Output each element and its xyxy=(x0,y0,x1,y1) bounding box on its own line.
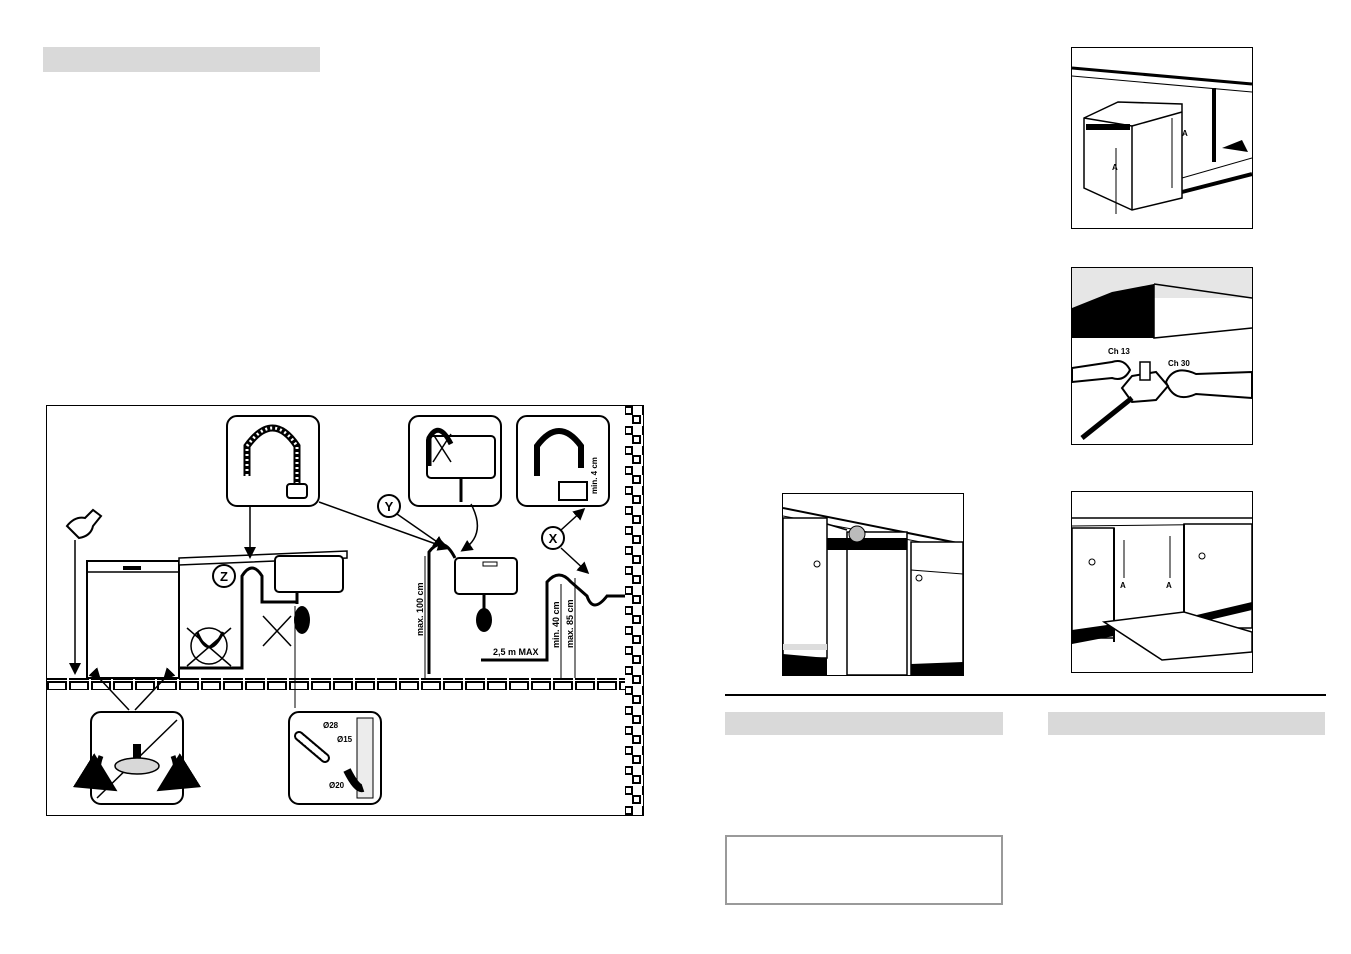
note-box xyxy=(725,835,1003,905)
dim-min-4: min. 4 cm xyxy=(590,457,599,494)
dim-d20: Ø20 xyxy=(329,781,345,790)
drain-hose-z xyxy=(179,566,297,670)
figure-leveling-svg: A A xyxy=(1072,66,1252,214)
label-a-left: A xyxy=(1120,581,1126,590)
horizontal-divider xyxy=(725,694,1326,696)
figure-appliance-leveling: A A xyxy=(1071,47,1253,229)
label-z: Z xyxy=(220,569,228,584)
dishwasher-outline xyxy=(86,555,248,679)
figure-cabinet-alignment xyxy=(782,493,964,676)
drain-installation-diagram: Z Y max. 100 cm min. 4 cm X min. 40 cm m… xyxy=(46,405,644,816)
label-y-circle xyxy=(377,494,401,518)
label-a-front: A xyxy=(1112,163,1118,172)
adjustable-foot-icon xyxy=(1120,370,1170,404)
dim-max-85: max. 85 cm xyxy=(565,599,575,648)
dim-d15: Ø15 xyxy=(337,735,353,744)
wrench-30-icon xyxy=(1164,369,1252,400)
figure-foot-adjustment: Ch 13 Ch 30 xyxy=(1071,267,1253,445)
label-a-side: A xyxy=(1182,129,1188,138)
dim-2-5-m-max: 2,5 m MAX xyxy=(493,647,539,657)
kitchen-sink xyxy=(274,555,344,634)
countertop xyxy=(178,550,348,566)
figure-door-opening: A A xyxy=(1071,491,1253,673)
high-sink-basin xyxy=(454,557,518,632)
figure-feet-svg: Ch 13 Ch 30 xyxy=(1072,268,1252,440)
wrench-13-icon xyxy=(1072,360,1132,384)
label-z-circle xyxy=(212,564,236,588)
dim-d28: Ø28 xyxy=(323,721,339,730)
dim-max-100: max. 100 cm xyxy=(415,582,425,636)
figure-cabinet-svg xyxy=(783,507,963,675)
drain-diagram-svg: Z Y max. 100 cm min. 4 cm X min. 40 cm m… xyxy=(47,406,643,815)
figure-door-svg: A A xyxy=(1072,517,1252,661)
section-heading-bar-bottom-right xyxy=(1048,712,1325,735)
label-x: X xyxy=(549,531,558,546)
brick-floor xyxy=(47,678,625,690)
hand-pointer-icon xyxy=(65,508,103,675)
section-heading-bar-left xyxy=(43,47,320,72)
label-a-right: A xyxy=(1166,581,1172,590)
incorrect-low-trap-icon xyxy=(186,615,292,667)
label-y: Y xyxy=(385,499,394,514)
section-heading-bar-bottom-left xyxy=(725,712,1003,735)
label-x-circle xyxy=(541,526,565,550)
wrench-label-ch30: Ch 30 xyxy=(1168,359,1190,368)
drain-hose-x xyxy=(481,573,625,662)
drain-hose-y xyxy=(427,542,457,674)
wrench-label-ch13: Ch 13 xyxy=(1108,347,1130,356)
dim-min-40: min. 40 cm xyxy=(551,601,561,648)
screwdriver-icon xyxy=(1080,396,1134,440)
brick-wall-right xyxy=(625,406,643,815)
